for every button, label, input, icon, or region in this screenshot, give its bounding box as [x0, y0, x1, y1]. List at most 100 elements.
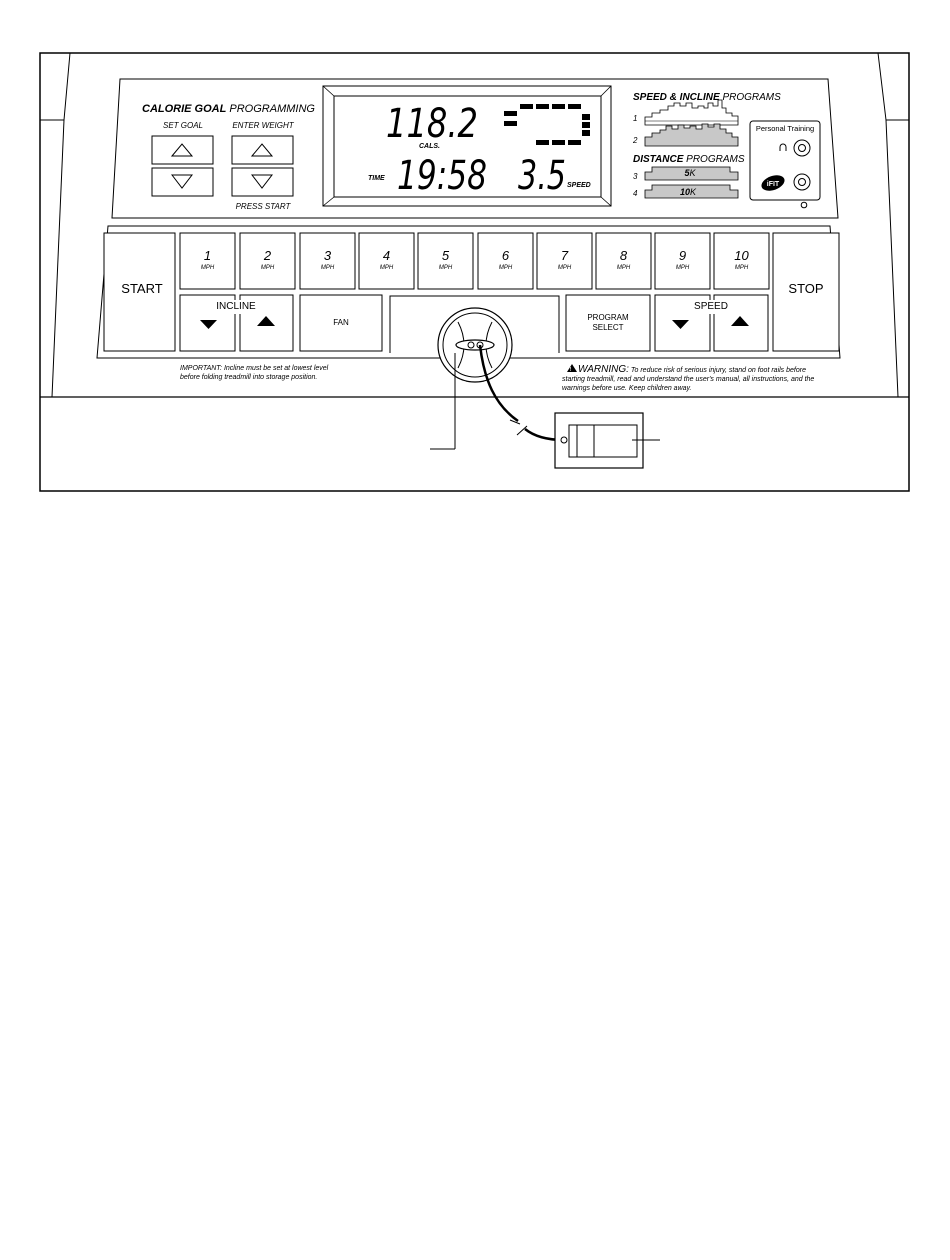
svg-text:iFIT: iFIT [767, 181, 780, 188]
10k-label: 10K [680, 187, 697, 197]
program-2-profile [644, 123, 739, 147]
mph-value-label: 6 [502, 248, 510, 263]
audio-jack-bottom[interactable] [793, 173, 811, 191]
program-number-3: 3 [633, 172, 638, 181]
warning-line3: warnings before use. Keep children away. [562, 385, 692, 392]
warning-line1: WARNING: To reduce risk of serious injur… [578, 364, 806, 375]
calorie-goal-title: CALORIE GOAL PROGRAMMING [142, 103, 315, 115]
mph-unit-label: MPH [735, 265, 749, 271]
time-label: TIME [368, 175, 385, 182]
calories-readout: 118.2 [386, 101, 478, 147]
down-triangle-icon [672, 320, 689, 329]
speed-incline-programs-title: SPEED & INCLINE PROGRAMS [633, 92, 781, 103]
warning-triangle-icon [567, 364, 577, 372]
speed-down-button[interactable] [654, 294, 711, 352]
mph-unit-label: MPH [201, 265, 215, 271]
important-note-line2: before folding treadmill into storage po… [180, 374, 317, 381]
stop-button[interactable]: STOP [772, 232, 840, 352]
mph-value-label: 4 [383, 248, 390, 263]
up-arrow-icon [250, 143, 274, 157]
program-3-5k-profile: 5K [644, 166, 739, 181]
up-triangle-icon [731, 316, 749, 326]
program-4-10k-profile: 10K [644, 184, 739, 199]
figure-frame [39, 52, 910, 492]
incline-label: INCLINE [216, 301, 256, 312]
down-arrow-icon [250, 174, 274, 189]
mph-button-row: 1MPH2MPH3MPH4MPH5MPH6MPH7MPH8MPH9MPH10MP… [179, 232, 770, 290]
set-goal-label: SET GOAL [163, 121, 203, 130]
program-select-button[interactable]: PROGRAM SELECT [565, 294, 651, 352]
enter-weight-up-button[interactable] [231, 135, 294, 165]
track-progress-indicator [504, 104, 590, 145]
mph-value-label: 1 [204, 248, 211, 263]
mph-value-label: 9 [679, 248, 686, 263]
mph-unit-label: MPH [380, 265, 394, 271]
svg-text:!: ! [570, 367, 572, 373]
fan-button[interactable]: FAN [299, 294, 383, 352]
warning-line2: starting treadmill, read and understand … [562, 376, 814, 383]
fan-label: FAN [333, 318, 349, 327]
set-goal-up-button[interactable] [151, 135, 214, 165]
key-cord-upper [478, 344, 519, 423]
stop-label: STOP [788, 281, 823, 296]
mph-value-label: 7 [561, 248, 569, 263]
speed-display-label: SPEED [567, 182, 591, 189]
5k-label: 5K [684, 168, 696, 178]
enter-weight-label: ENTER WEIGHT [232, 121, 294, 130]
program-number-2: 2 [632, 136, 638, 145]
key-recess-outline [389, 295, 560, 353]
mph-unit-label: MPH [558, 265, 572, 271]
key-receptacle[interactable] [437, 307, 513, 383]
speed-button-label: SPEED [694, 301, 728, 312]
start-button[interactable]: START [103, 232, 176, 352]
safety-clip[interactable] [554, 412, 644, 469]
mph-value-label: 3 [324, 248, 332, 263]
personal-training-box: Personal Training iFIT [749, 120, 821, 201]
personal-training-label: Personal Training [756, 124, 814, 133]
mph-unit-label: MPH [261, 265, 275, 271]
program-number-1: 1 [633, 114, 637, 123]
console-right-edge [877, 52, 899, 398]
mph-unit-label: MPH [617, 265, 631, 271]
program-select-line1: PROGRAM [587, 313, 629, 322]
mph-value-label: 2 [263, 248, 272, 263]
console-left-edge [51, 52, 71, 398]
ifit-logo: iFIT [761, 175, 785, 191]
mph-value-label: 8 [620, 248, 628, 263]
program-1-profile [644, 99, 739, 126]
program-number-4: 4 [633, 189, 638, 198]
start-label: START [121, 281, 162, 296]
indicator-light-icon [800, 201, 808, 209]
mph-unit-label: MPH [499, 265, 513, 271]
cord-break-marks [509, 419, 528, 436]
up-arrow-icon [170, 143, 194, 157]
audio-jack-top[interactable] [793, 139, 811, 157]
press-start-label: PRESS START [236, 202, 292, 211]
lcd-display: 118.2 CALS. TIME 19:58 3.5 SPEED [322, 85, 612, 207]
upper-panel [111, 78, 839, 219]
mph-value-label: 5 [442, 248, 450, 263]
up-triangle-icon [257, 316, 275, 326]
set-goal-down-button[interactable] [151, 167, 214, 197]
down-triangle-icon [200, 320, 217, 329]
headphones-icon [779, 143, 787, 151]
mph-unit-label: MPH [439, 265, 453, 271]
distance-programs-title: DISTANCE PROGRAMS [633, 154, 745, 165]
enter-weight-down-button[interactable] [231, 167, 294, 197]
mph-unit-label: MPH [321, 265, 335, 271]
important-note-line1: IMPORTANT: Incline must be set at lowest… [180, 365, 329, 372]
program-select-line2: SELECT [592, 323, 623, 332]
cals-label: CALS. [419, 143, 440, 150]
time-readout: 19:58 [397, 153, 487, 199]
